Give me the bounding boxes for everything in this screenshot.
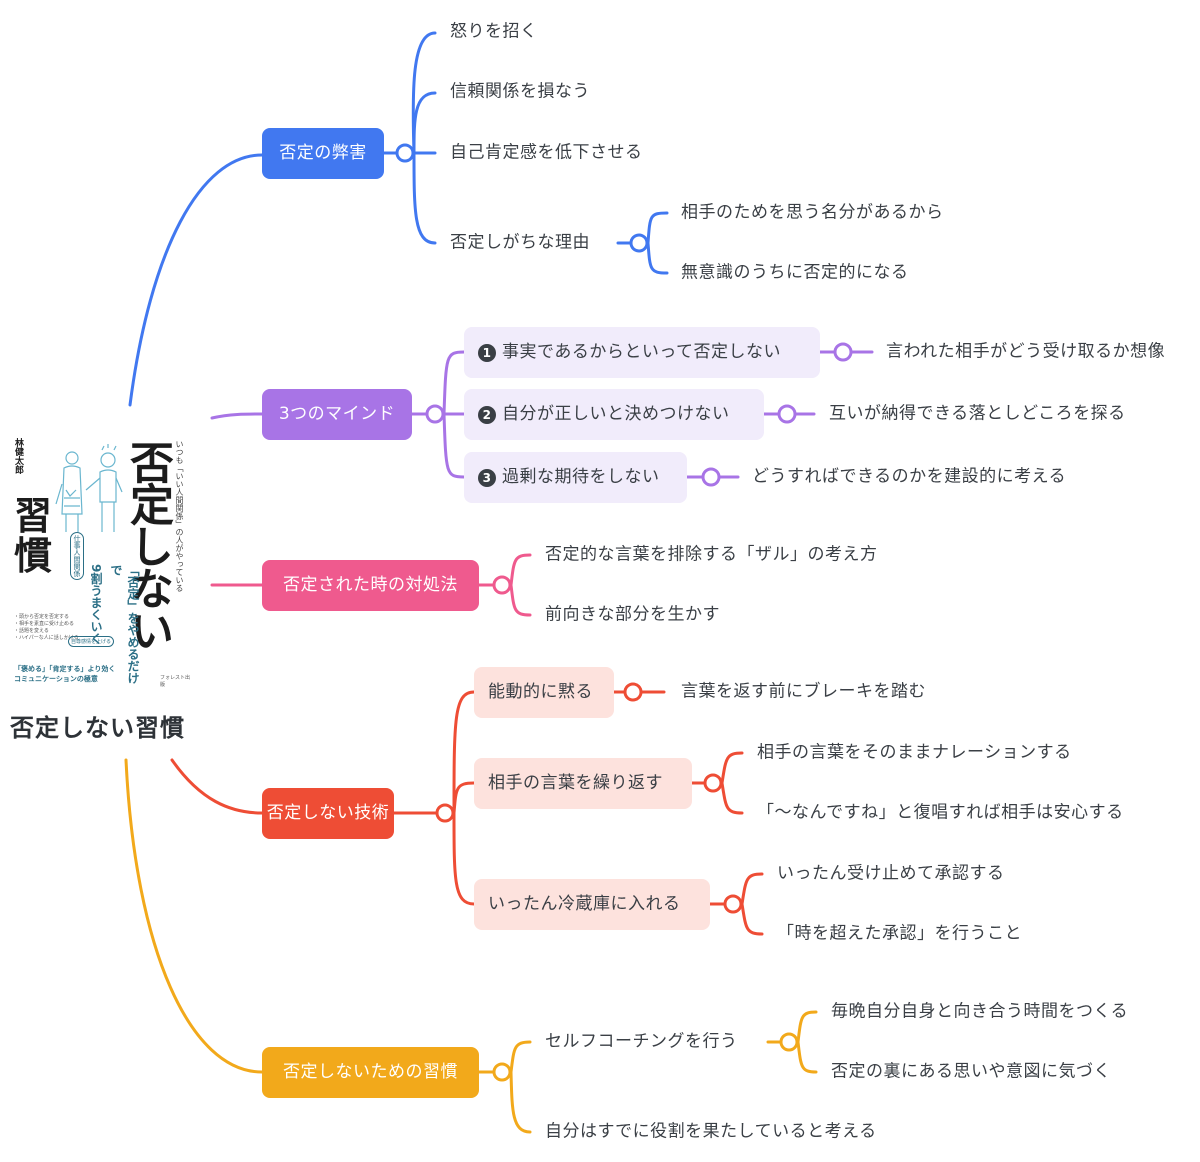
leaf-node[interactable]: 相手のためを思う名分があるから — [681, 202, 944, 223]
leaf-node[interactable]: 信頼関係を損なう — [450, 81, 590, 102]
number-badge-icon: 2 — [478, 405, 496, 424]
cover-bullet: ・話題を変える — [14, 628, 49, 634]
leaf-node[interactable]: 自分はすでに役割を果たしていると考える — [545, 1121, 877, 1142]
leaf-node[interactable]: 自己肯定感を低下させる — [450, 142, 643, 163]
branch-node-technique[interactable]: 否定しない技術 — [262, 788, 394, 839]
cover-approach: 自尊感情を上げる — [68, 636, 115, 647]
cover-publisher: フォレスト出版 — [160, 675, 191, 688]
cover-author: 林健太郎 — [13, 438, 23, 474]
leaf-node[interactable]: いったん受け止めて承認する — [777, 863, 1005, 884]
branch-node-coping[interactable]: 否定された時の対処法 — [262, 560, 479, 611]
leaf-node[interactable]: 前向きな部分を生かす — [545, 604, 720, 625]
cover-main-title: 否定しない — [122, 440, 173, 650]
root-title[interactable]: 否定しない習慣 — [10, 714, 185, 742]
cover-habit-title: 習慣 — [13, 494, 52, 578]
leaf-node[interactable]: どうすればできるのかを建設的に考える — [752, 466, 1067, 487]
book-cover-image: 林健太郎 習慣 否定しない いつも「いい人間関係」の人がやっている 「否定」をや… — [10, 436, 192, 688]
leaf-node[interactable]: 否定的な言葉を排除する「ザル」の考え方 — [545, 544, 878, 565]
cover-badge: 仕事人間関係 — [70, 532, 84, 580]
sub-node-technique[interactable]: いったん冷蔵庫に入れる — [474, 879, 710, 930]
leaf-node[interactable]: 「時を超えた承認」を行うこと — [777, 923, 1022, 944]
leaf-node[interactable]: 相手の言葉をそのままナレーションする — [757, 742, 1072, 763]
sub-node-mind-2[interactable]: 2 自分が正しいと決めつけない — [464, 389, 764, 440]
cover-footer-line2: コミュニケーションの極意 — [14, 675, 98, 683]
branch-node-mind[interactable]: 3つのマインド — [262, 389, 412, 440]
cover-subtitle-left: 「否定」をやめるだけで — [109, 564, 140, 684]
leaf-node[interactable]: 互いが納得できる落としどころを探る — [829, 403, 1126, 424]
cover-subtitle-right: 9割うまくいく — [89, 564, 103, 645]
sub-node-reason[interactable]: 否定しがちな理由 — [450, 232, 590, 253]
leaf-node[interactable]: 毎晩自分自身と向き合う時間をつくる — [831, 1001, 1129, 1022]
cover-tagline: いつも「いい人間関係」の人がやっている — [175, 440, 184, 592]
leaf-node[interactable]: 言われた相手がどう受け取るか想像 — [886, 341, 1166, 362]
sub-node-label: 過剰な期待をしない — [502, 467, 660, 487]
number-badge-icon: 3 — [478, 468, 496, 487]
leaf-node[interactable]: 否定の裏にある思いや意図に気づく — [831, 1061, 1111, 1082]
cover-illustration — [55, 444, 123, 532]
leaf-node[interactable]: 無意識のうちに否定的になる — [681, 262, 909, 283]
cover-bullets: ・頭から否定を否定する ・相手を素直に受け止める ・話題を変える ・ハイパーな人… — [14, 614, 79, 642]
sub-node-technique[interactable]: 相手の言葉を繰り返す — [474, 758, 692, 809]
sub-node-self-coaching[interactable]: セルフコーチングを行う — [545, 1031, 738, 1052]
cover-footer-line1: 「褒める」「肯定する」より効く — [14, 665, 116, 673]
sub-node-label: 自分が正しいと決めつけない — [502, 404, 730, 424]
cover-bullet: ・頭から否定を否定する — [14, 614, 70, 620]
sub-node-mind-3[interactable]: 3 過剰な期待をしない — [464, 452, 687, 503]
leaf-node[interactable]: 「〜なんですね」と復唱すれば相手は安心する — [757, 802, 1124, 823]
number-badge-icon: 1 — [478, 343, 496, 362]
sub-node-technique[interactable]: 能動的に黙る — [474, 667, 614, 718]
branch-node-habit[interactable]: 否定しないための習慣 — [262, 1047, 479, 1098]
leaf-node[interactable]: 怒りを招く — [450, 21, 538, 42]
cover-bullet: ・ハイパーな人に話しかける — [14, 635, 79, 641]
sub-node-mind-1[interactable]: 1 事実であるからといって否定しない — [464, 327, 820, 378]
branch-node-harm[interactable]: 否定の弊害 — [262, 128, 384, 179]
leaf-node[interactable]: 言葉を返す前にブレーキを踏む — [681, 681, 926, 702]
sub-node-label: 事実であるからといって否定しない — [502, 342, 781, 362]
cover-bullet: ・相手を素直に受け止める — [14, 621, 75, 627]
